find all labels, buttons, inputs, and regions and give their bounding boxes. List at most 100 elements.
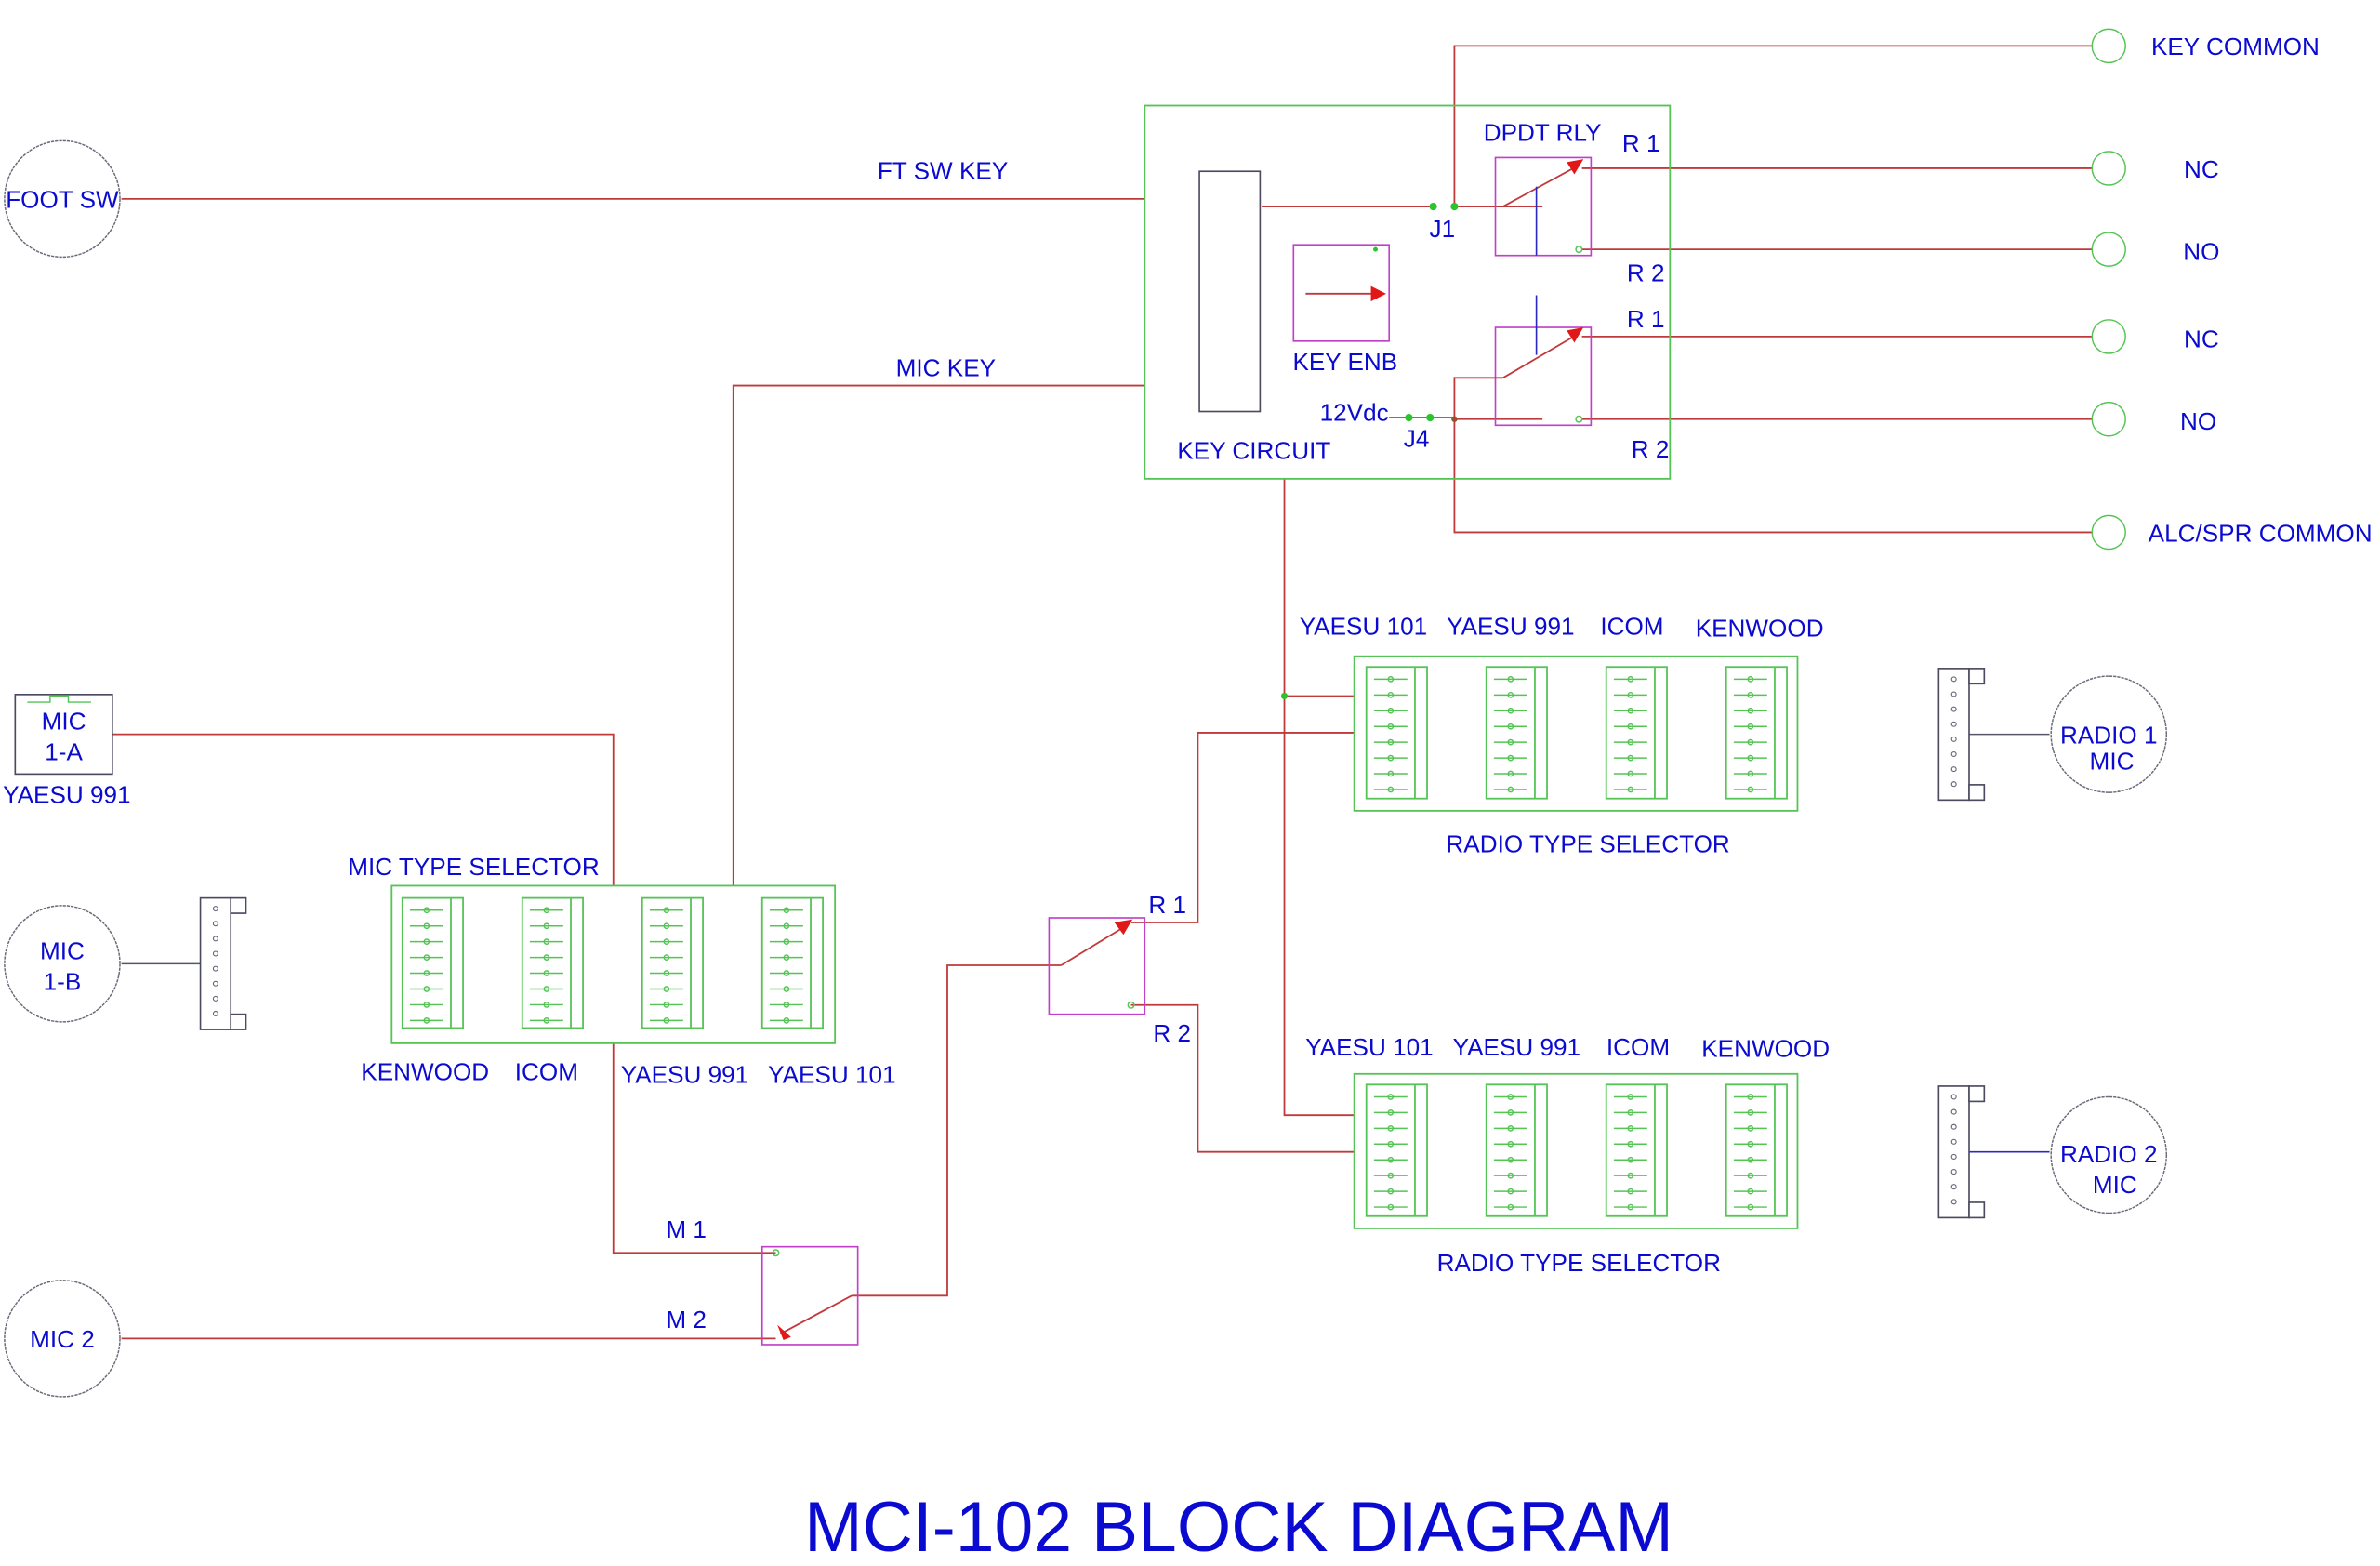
relay-bottom-r1-label: R 1 (1627, 305, 1665, 333)
radio-2-selector-block-3-outline (1605, 1083, 1668, 1217)
connector-pin (212, 906, 218, 912)
terminal-pin (1627, 786, 1634, 793)
radio-1-selector-block-2 (1485, 666, 1548, 800)
terminal-pin (1627, 676, 1634, 683)
key-circuit-outline (1144, 104, 1672, 480)
ft-sw-key-label: FT SW KEY (878, 156, 1008, 184)
supply-12vdc-label: 12Vdc (1320, 398, 1389, 426)
terminal-alc-spr-common (2091, 514, 2126, 551)
radio-1-option-icom[interactable]: ICOM (1600, 613, 1663, 641)
terminal-key-common (2091, 28, 2126, 64)
mic-selector-block-1-outline (401, 896, 464, 1029)
terminal-pin (783, 970, 790, 976)
mic-1a-type-label: YAESU 991 (3, 781, 130, 809)
wire-alc-spr-common (1453, 418, 2108, 534)
terminal-pin (1747, 754, 1754, 762)
key-enb-label: KEY ENB (1292, 348, 1397, 376)
radio-1-option-yaesu-991[interactable]: YAESU 991 (1447, 613, 1574, 641)
connector-pin (1950, 736, 1957, 742)
terminal-pin (1507, 691, 1514, 698)
radio-1-connector-tab-bottom (1968, 784, 1986, 802)
terminal-pin (1627, 1188, 1634, 1195)
terminal-pin (1627, 1203, 1634, 1211)
mic-switch[interactable]: M 1 M 2 (666, 1215, 859, 1346)
radio-1-selector-block-4-outline (1725, 666, 1788, 800)
connector-pin (1950, 721, 1957, 727)
mic-type-selector: MIC TYPE SELECTOR KENWOOD ICOM YAESU 991… (348, 853, 895, 1089)
radio-1-option-yaesu-101[interactable]: YAESU 101 (1300, 613, 1427, 641)
radio-2-selector-block-4 (1725, 1083, 1788, 1217)
mic-type-option-kenwood[interactable]: KENWOOD (361, 1057, 489, 1085)
radio-type-selector-1-outline (1353, 655, 1799, 812)
radio-2-option-yaesu-101[interactable]: YAESU 101 (1305, 1033, 1433, 1061)
mic-selector-block-1 (401, 896, 464, 1029)
radio-switch[interactable]: R 1 R 2 (1048, 891, 1191, 1047)
terminal-pin (663, 970, 670, 976)
mic-1a-label-line2: 1-A (45, 737, 83, 765)
radio-type-selector-2: YAESU 101 YAESU 991 ICOM KENWOOD RADIO T… (1305, 1033, 1830, 1277)
radio-switch-arrow-icon (1114, 919, 1133, 936)
terminal-pin (783, 907, 790, 914)
terminal-pin (543, 938, 550, 946)
mic-type-option-yaesu-101[interactable]: YAESU 101 (768, 1061, 895, 1089)
terminal-pin (543, 1002, 550, 1008)
terminal-pin (1387, 1203, 1395, 1211)
radio-2-mic-label-line2: MIC (2093, 1171, 2137, 1199)
terminal-no-2 (2091, 401, 2126, 437)
terminal-pin (1747, 1094, 1754, 1100)
radio-2-selector-block-2-outline (1485, 1083, 1548, 1217)
terminal-pin (1507, 1140, 1514, 1148)
key-enb-pin (1373, 246, 1378, 252)
terminal-pin (1627, 770, 1634, 777)
radio-1-option-kenwood[interactable]: KENWOOD (1696, 614, 1824, 642)
mic-type-option-yaesu-991[interactable]: YAESU 991 (621, 1061, 748, 1089)
radio-1-mic-label-line2: MIC (2090, 747, 2135, 775)
terminal-nc-1 (2091, 151, 2126, 186)
terminal-pin (1507, 786, 1514, 793)
terminal-pin (1627, 1124, 1634, 1132)
terminal-pin (1387, 1094, 1395, 1100)
connector-pins (212, 906, 218, 1017)
mic-type-option-icom[interactable]: ICOM (515, 1057, 578, 1085)
terminal-pin (1507, 770, 1514, 777)
terminal-pin (1747, 1188, 1754, 1195)
radio-2-selector-block-1 (1365, 1083, 1428, 1217)
terminal-pin (663, 986, 670, 992)
terminal-pin (1747, 1124, 1754, 1132)
mic-2: MIC 2 (4, 1280, 121, 1398)
terminal-pin (1507, 1188, 1514, 1195)
connector-pin (1950, 706, 1957, 712)
terminal-pin (1627, 1109, 1634, 1116)
terminal-pin (1627, 754, 1634, 762)
key-common-label: KEY COMMON (2151, 33, 2320, 60)
terminal-pin (1507, 707, 1514, 714)
radio-2-option-yaesu-991[interactable]: YAESU 991 (1453, 1033, 1580, 1061)
mic-switch-arrow-icon (777, 1324, 791, 1341)
connector-pins (1950, 676, 1957, 788)
terminal-pin (1387, 723, 1395, 730)
terminal-pin (1507, 1172, 1514, 1179)
terminal-pin (543, 922, 550, 930)
mic-type-selector-label: MIC TYPE SELECTOR (348, 853, 599, 881)
terminal-pin (1627, 1172, 1634, 1179)
nc-2-label: NC (2184, 325, 2219, 352)
radio-1-selector-block-1-outline (1365, 666, 1428, 800)
terminal-pin (1507, 723, 1514, 730)
mic-1b-connector (199, 896, 247, 1030)
j1-pin-a (1429, 202, 1437, 211)
radio-2-option-icom[interactable]: ICOM (1606, 1033, 1670, 1061)
output-terminals: KEY COMMON NC NO NC NO ALC/SPR COMMON (2091, 28, 2373, 551)
terminal-pin (423, 970, 430, 976)
terminal-pin (783, 922, 790, 930)
wire-key-to-radio-selectors (1283, 478, 1355, 1117)
terminal-pin (1387, 691, 1395, 698)
terminal-pin (1387, 786, 1395, 793)
radio-type-selector-1: YAESU 101 YAESU 991 ICOM KENWOOD RADIO T… (1300, 613, 1824, 858)
radio-2-option-kenwood[interactable]: KENWOOD (1701, 1035, 1830, 1063)
terminal-pin (1747, 738, 1754, 746)
connector-pin (212, 980, 218, 987)
connector-pin (1950, 1169, 1957, 1175)
connector-pin (212, 965, 218, 972)
mic-switch-m1-pin (772, 1249, 780, 1257)
terminal-pin (1747, 691, 1754, 698)
